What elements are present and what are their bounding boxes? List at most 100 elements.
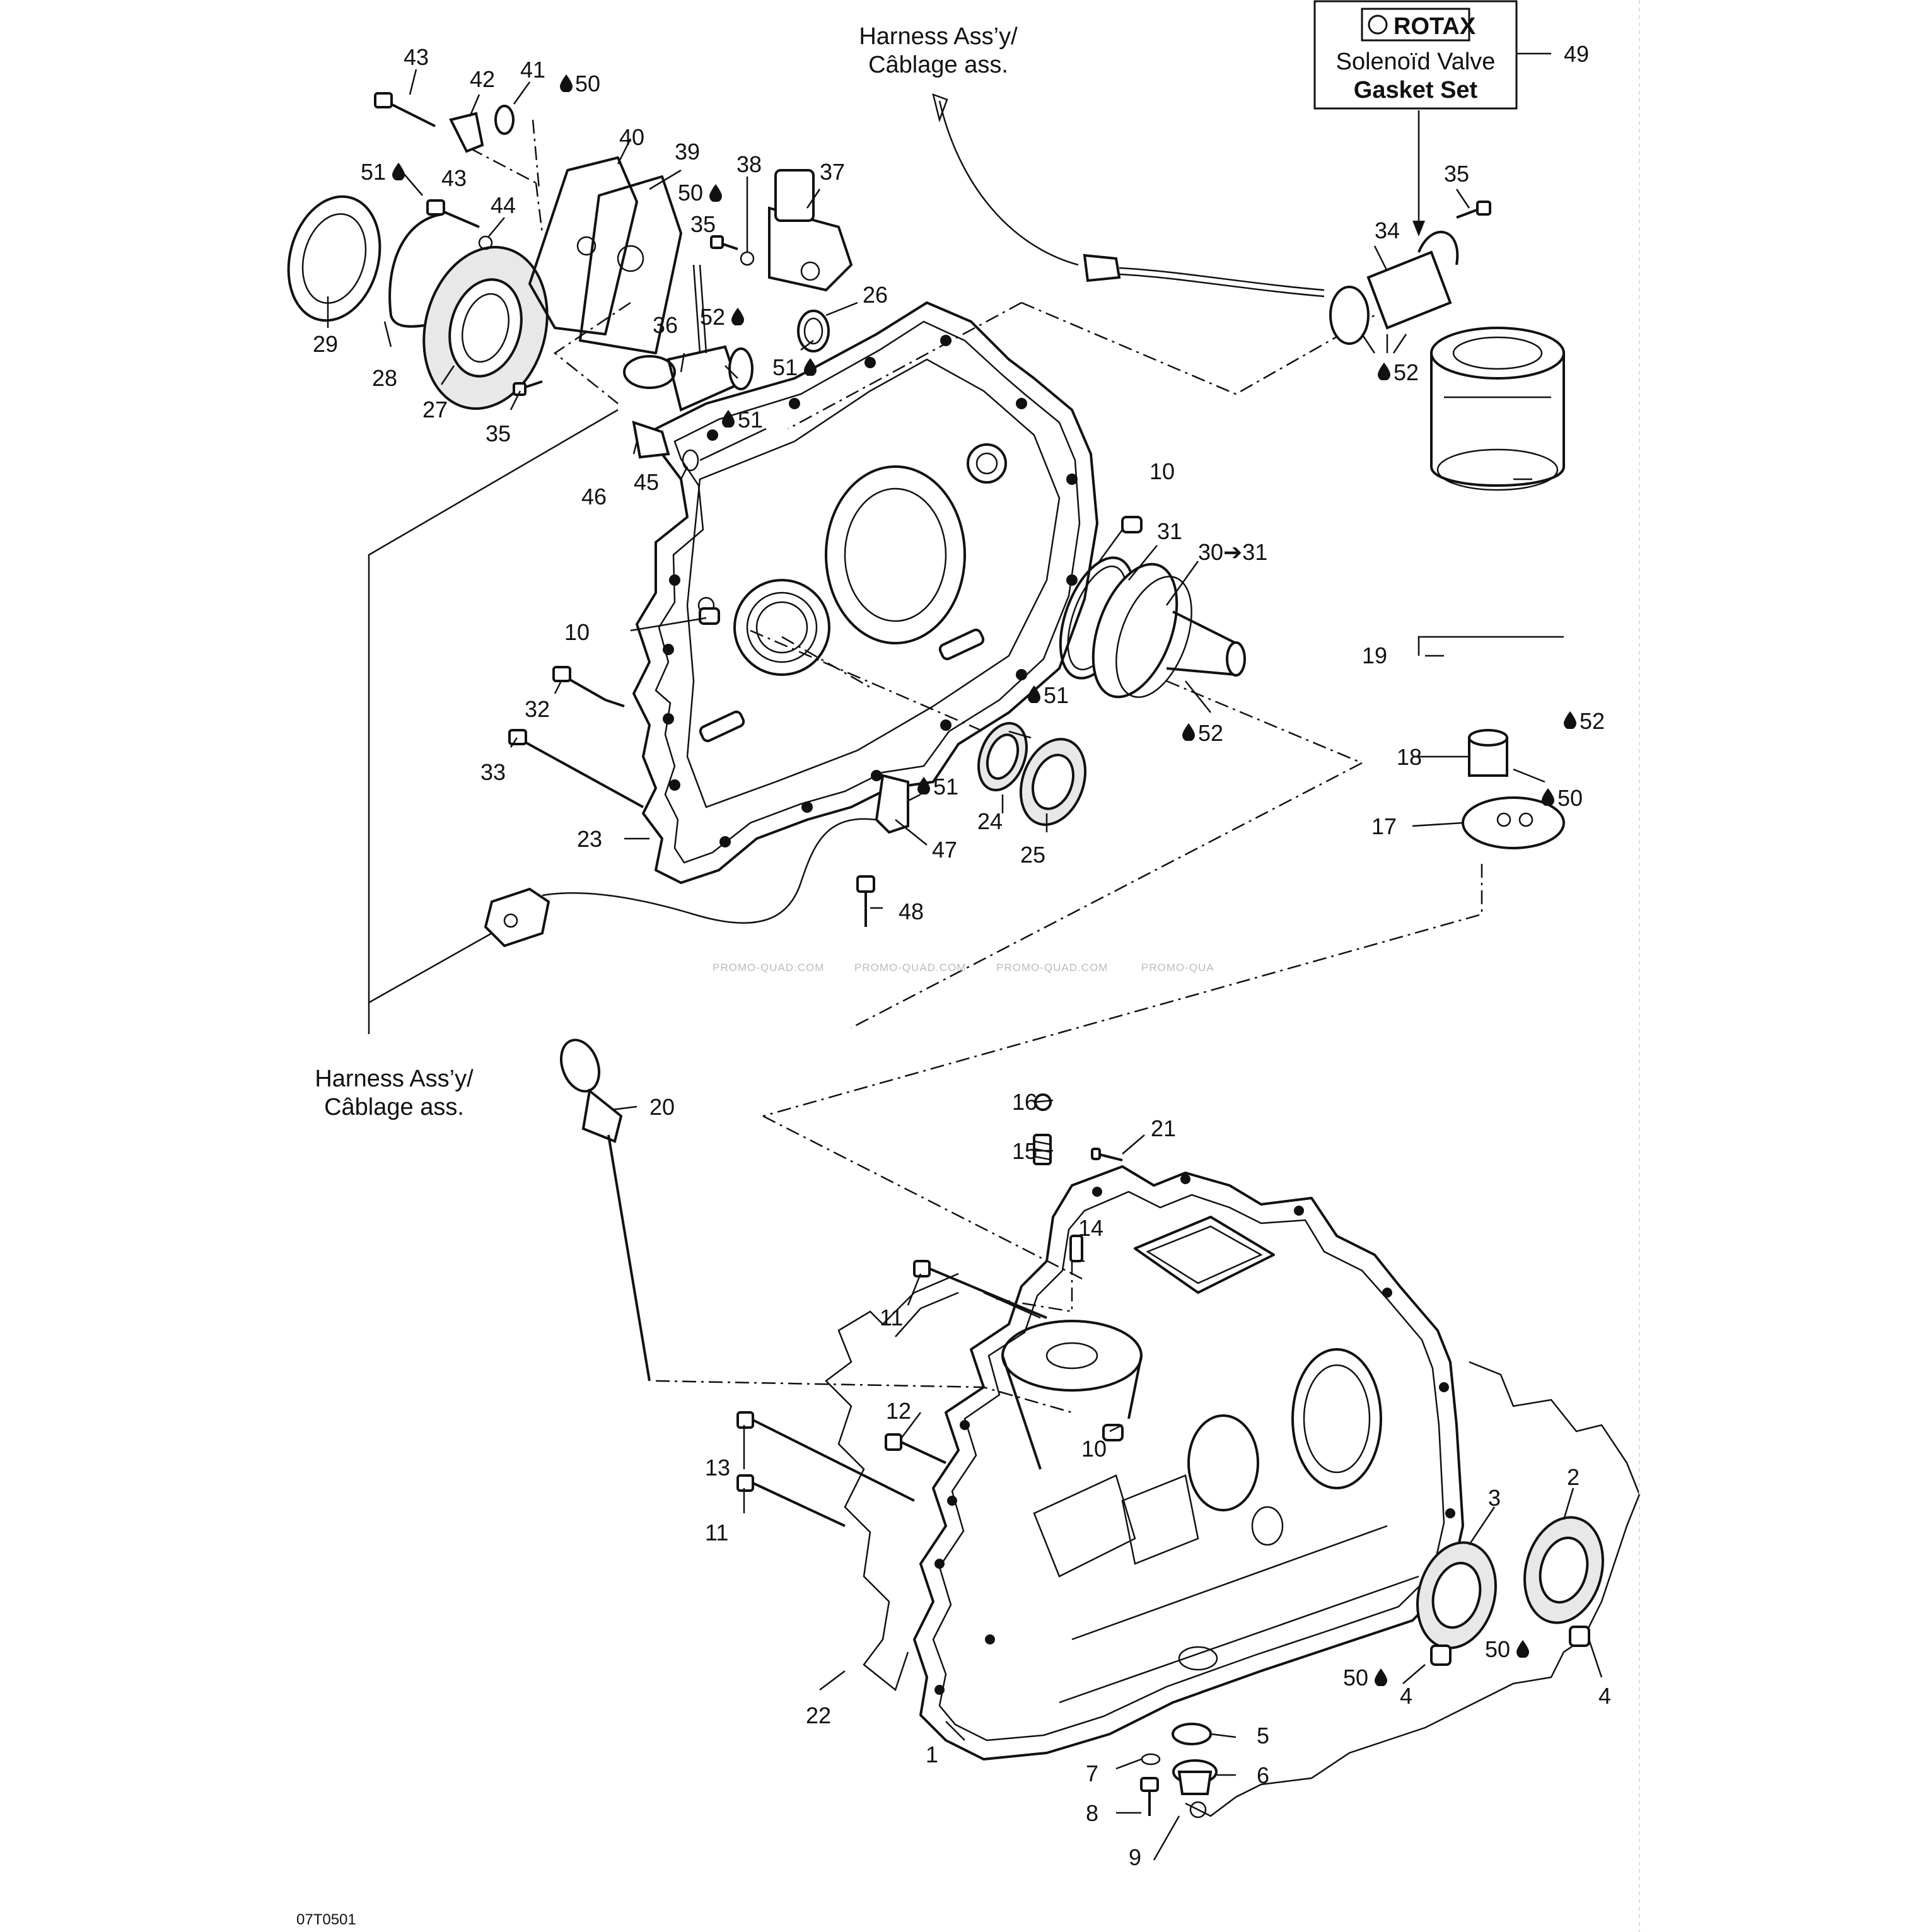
label-35a: 35	[690, 211, 716, 237]
lube-52c: 52	[1182, 720, 1223, 746]
spring-15	[1033, 1134, 1052, 1165]
label-9: 9	[1129, 1844, 1141, 1870]
label-6: 6	[1257, 1762, 1269, 1788]
bracket-42	[449, 112, 484, 153]
plug-41	[494, 105, 515, 135]
label-33: 33	[480, 759, 506, 785]
label-13: 13	[705, 1455, 730, 1481]
screw-35c	[1456, 201, 1491, 219]
lube-51b: 51	[772, 354, 817, 380]
part-labels: 43 42 41 40 39 38 37 43 44 35 26 29 28 2…	[313, 41, 1611, 1870]
svg-text:52: 52	[1394, 359, 1419, 385]
bearing-2	[1523, 1516, 1604, 1624]
svg-text:51: 51	[772, 354, 798, 380]
fitting-18	[1468, 729, 1508, 777]
lube-52b: 52	[1378, 359, 1419, 385]
gasket-39	[579, 175, 682, 354]
lube-50d: 50	[1343, 1665, 1387, 1690]
harness-top-line1: Harness Ass’y/	[859, 23, 1018, 50]
crankcase-1	[913, 1165, 1464, 1760]
label-37: 37	[820, 159, 845, 185]
bearing-3	[1416, 1541, 1497, 1650]
watermark-3: PROMO-QUAD.COM	[996, 962, 1108, 974]
lubricant-callouts: 50 51 50 52 51 51 52 51 52 51 52 50 50 5…	[361, 71, 1605, 1690]
svg-text:50: 50	[678, 180, 703, 206]
seal-26	[797, 310, 830, 352]
label-31: 31	[1157, 518, 1182, 544]
label-30: 30➔31	[1198, 539, 1267, 565]
lube-50a: 50	[560, 71, 600, 96]
label-28: 28	[372, 365, 397, 391]
svg-text:52: 52	[700, 304, 725, 330]
bolt-8	[1140, 1777, 1159, 1816]
figure-code: 07T0501	[296, 1911, 356, 1928]
label-46: 46	[581, 484, 607, 509]
label-35b: 35	[486, 421, 511, 446]
label-8: 8	[1086, 1800, 1098, 1826]
label-41: 41	[520, 57, 545, 83]
label-2: 2	[1567, 1464, 1580, 1490]
rotax-gasket-set-box: ROTAX Solenoïd Valve Gasket Set	[1313, 0, 1518, 110]
label-23: 23	[577, 826, 602, 852]
label-10c: 10	[1081, 1436, 1107, 1462]
sensor-37	[768, 169, 853, 292]
watermark-4: PROMO-QUA	[1141, 962, 1214, 974]
washer-44	[478, 235, 493, 250]
label-11a: 11	[880, 1305, 903, 1330]
screw-4	[1430, 1626, 1590, 1666]
label-16: 16	[1012, 1089, 1037, 1115]
label-17: 17	[1371, 813, 1397, 839]
watermarks: PROMO-QUAD.COM PROMO-QUAD.COM PROMO-QUAD…	[713, 962, 1214, 974]
label-4a: 4	[1400, 1683, 1412, 1709]
shaft-seal-30-31	[1059, 556, 1246, 699]
bearing-24-25	[977, 721, 1087, 826]
label-18: 18	[1397, 744, 1422, 770]
label-39: 39	[675, 139, 700, 165]
svg-text:52: 52	[1198, 720, 1223, 746]
label-35c: 35	[1444, 161, 1469, 187]
label-43b: 43	[441, 165, 467, 191]
label-1: 1	[926, 1742, 938, 1767]
watermark-2: PROMO-QUAD.COM	[854, 962, 966, 974]
lube-51e: 51	[917, 774, 958, 800]
label-22: 22	[806, 1702, 831, 1728]
label-14: 14	[1078, 1215, 1103, 1241]
plate-17	[1462, 796, 1565, 849]
label-29: 29	[313, 331, 338, 357]
label-19: 19	[1362, 643, 1387, 668]
label-32: 32	[525, 696, 550, 722]
harness-left-line2: Câblage ass.	[324, 1094, 464, 1120]
harness-note-left: Harness Ass’y/ Câblage ass.	[315, 1066, 474, 1120]
pin-14	[1069, 1235, 1083, 1262]
switch-46	[632, 421, 670, 459]
lube-50b: 50	[678, 180, 722, 206]
bolt-11-bottom	[736, 1474, 846, 1527]
lube-50c: 50	[1542, 785, 1583, 811]
leader-lines	[327, 69, 1603, 1861]
svg-text:51: 51	[738, 407, 763, 433]
seal-29	[287, 195, 381, 322]
label-42: 42	[470, 66, 495, 92]
bolt-11-top	[913, 1260, 1047, 1319]
label-25: 25	[1020, 842, 1045, 868]
svg-text:51: 51	[1044, 682, 1069, 708]
label-11b: 11	[705, 1520, 728, 1545]
lube-52a: 52	[700, 304, 744, 330]
washer-38	[740, 251, 755, 266]
harness-left-line1: Harness Ass’y/	[315, 1066, 474, 1092]
rotax-line2: Gasket Set	[1354, 77, 1478, 103]
pin-21	[1091, 1148, 1123, 1161]
label-40: 40	[619, 124, 644, 150]
lube-51c: 51	[722, 407, 763, 433]
label-24: 24	[977, 808, 1003, 834]
label-47: 47	[932, 837, 957, 863]
label-34: 34	[1375, 218, 1400, 243]
bolt-43	[374, 92, 480, 228]
label-45: 45	[634, 469, 659, 495]
label-21: 21	[1151, 1115, 1176, 1141]
label-3: 3	[1488, 1485, 1501, 1511]
harness-note-top: Harness Ass’y/ Câblage ass.	[859, 23, 1018, 78]
washer-7	[1141, 1753, 1161, 1766]
label-20: 20	[649, 1094, 675, 1120]
label-36: 36	[653, 312, 678, 338]
